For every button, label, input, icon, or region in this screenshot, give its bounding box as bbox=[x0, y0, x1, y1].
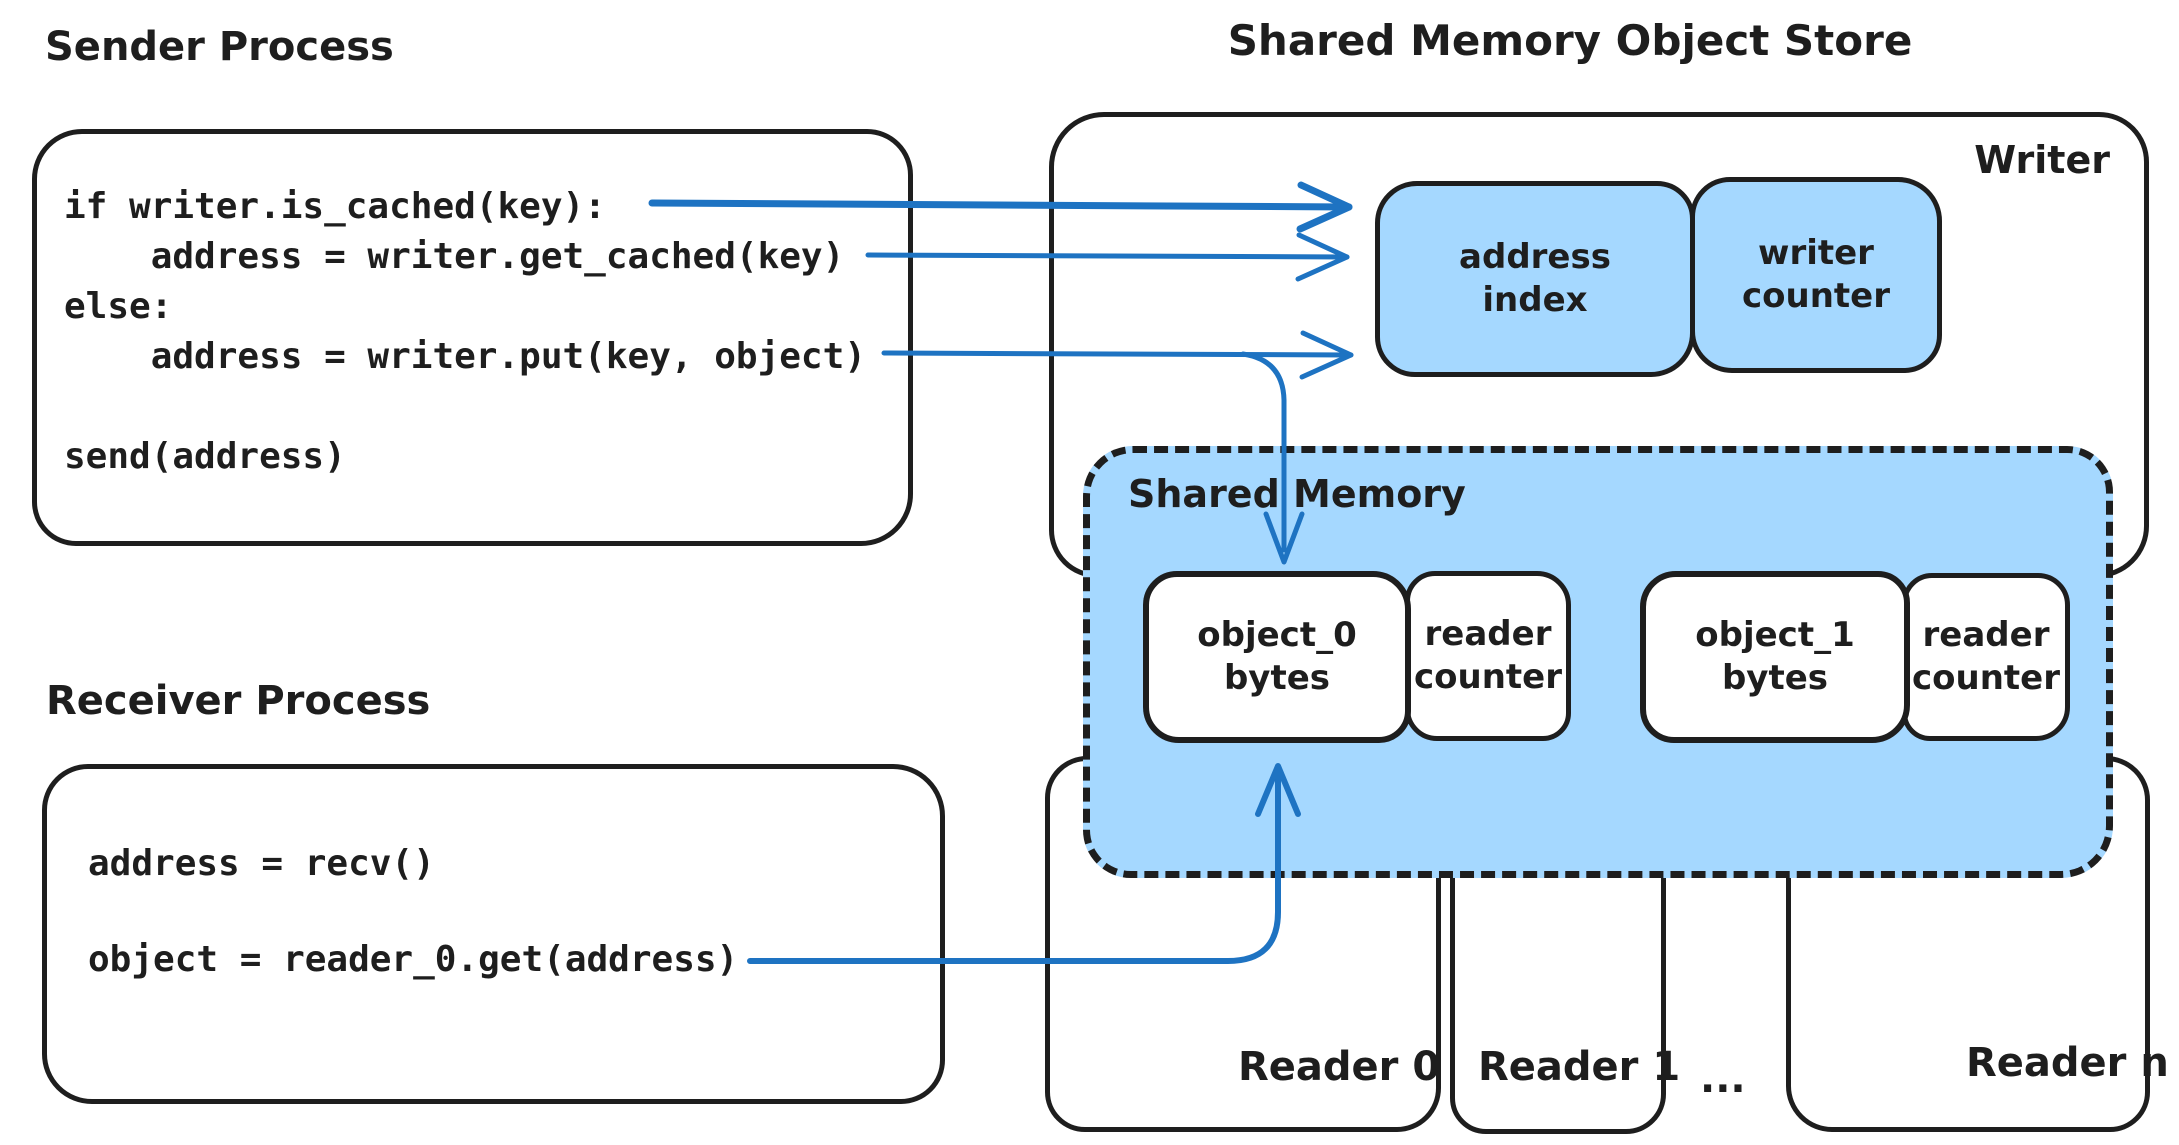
writer-label: Writer bbox=[1974, 138, 2110, 182]
object-0-line: bytes bbox=[1223, 658, 1331, 698]
reader-1-label: Reader 1 bbox=[1478, 1044, 1681, 1090]
code-line: object = reader_0.get(address) bbox=[88, 939, 739, 980]
code-line: address = writer.get_cached(key) bbox=[64, 236, 845, 277]
code-line bbox=[64, 382, 866, 432]
reader-n-label: Reader n bbox=[1966, 1040, 2169, 1086]
writer-counter-line: writer bbox=[1758, 233, 1874, 273]
code-line: address = recv() bbox=[88, 843, 435, 884]
sender-code-block: if writer.is_cached(key): address = writ… bbox=[64, 182, 866, 482]
writer-counter-box bbox=[1690, 177, 1942, 373]
code-line: send(address) bbox=[64, 436, 346, 477]
code-line: address = writer.put(key, object) bbox=[64, 336, 866, 377]
reader-counter-line: reader bbox=[1922, 615, 2050, 655]
reader-counter-0-box bbox=[1405, 571, 1571, 741]
writer-counter-label: writer counter bbox=[1690, 177, 1942, 373]
code-line bbox=[88, 888, 738, 936]
sender-process-box bbox=[32, 129, 913, 546]
reader-counter-0-label: reader counter bbox=[1405, 571, 1571, 741]
code-line: if writer.is_cached(key): bbox=[64, 186, 606, 227]
address-index-line: address bbox=[1459, 237, 1611, 277]
readers-ellipsis: ... bbox=[1700, 1056, 1746, 1102]
writer-counter-line: counter bbox=[1741, 276, 1890, 316]
reader-counter-1-label: reader counter bbox=[1902, 573, 2070, 741]
reader-counter-line: counter bbox=[1911, 658, 2060, 698]
receiver-process-label: Receiver Process bbox=[46, 678, 431, 724]
store-title: Shared Memory Object Store bbox=[1227, 16, 1913, 65]
object-1-line: object_1 bbox=[1695, 615, 1855, 655]
receiver-code-block: address = recv() object = reader_0.get(a… bbox=[88, 840, 738, 984]
shared-memory-label: Shared Memory bbox=[1128, 472, 1466, 516]
object-1-label: object_1 bytes bbox=[1640, 571, 1910, 743]
object-0-box bbox=[1143, 571, 1411, 743]
reader-counter-line: counter bbox=[1413, 657, 1562, 697]
reader-counter-line: reader bbox=[1424, 614, 1552, 654]
object-0-line: object_0 bbox=[1197, 615, 1357, 655]
reader-0-label: Reader 0 bbox=[1238, 1044, 1441, 1090]
object-0-label: object_0 bytes bbox=[1143, 571, 1411, 743]
object-1-line: bytes bbox=[1721, 658, 1829, 698]
address-index-line: index bbox=[1482, 280, 1588, 320]
object-1-box bbox=[1640, 571, 1910, 743]
reader-counter-1-box bbox=[1902, 573, 2070, 741]
sender-process-label: Sender Process bbox=[45, 24, 394, 70]
address-index-box bbox=[1375, 181, 1695, 377]
address-index-label: address index bbox=[1375, 181, 1695, 377]
code-line: else: bbox=[64, 286, 173, 327]
